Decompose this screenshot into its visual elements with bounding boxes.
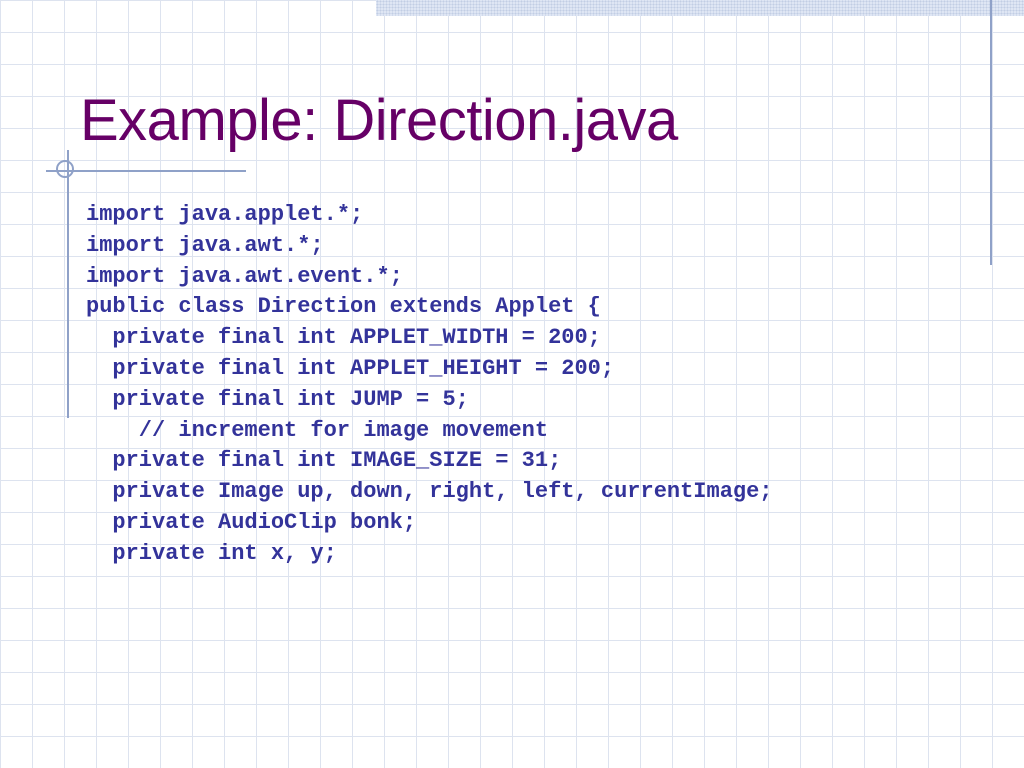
circle-decoration-icon (56, 160, 74, 178)
code-line: private final int APPLET_HEIGHT = 200; (86, 355, 615, 381)
code-line: private final int IMAGE_SIZE = 31; (86, 448, 562, 474)
code-line: import java.awt.event.*; (86, 263, 403, 289)
top-decorative-band (376, 0, 1024, 16)
code-comment-line: // increment for image movement (86, 417, 549, 443)
code-line: private Image up, down, right, left, cur… (86, 479, 773, 505)
code-line: import java.awt.*; (86, 232, 324, 258)
slide-title: Example: Direction.java (80, 88, 678, 153)
code-line: public class Direction extends Applet { (86, 294, 601, 320)
code-line: import java.applet.*; (86, 202, 364, 227)
left-decorative-line (67, 150, 69, 418)
code-line: private int x, y; (86, 540, 337, 566)
code-line: private final int JUMP = 5; (86, 386, 469, 412)
code-line: private final int APPLET_WIDTH = 200; (86, 325, 601, 351)
title-underline-decoration (46, 170, 246, 172)
code-line: private AudioClip bonk; (86, 509, 417, 535)
code-block: import java.applet.*; import java.awt.*;… (86, 200, 773, 570)
right-decorative-line (990, 0, 992, 265)
